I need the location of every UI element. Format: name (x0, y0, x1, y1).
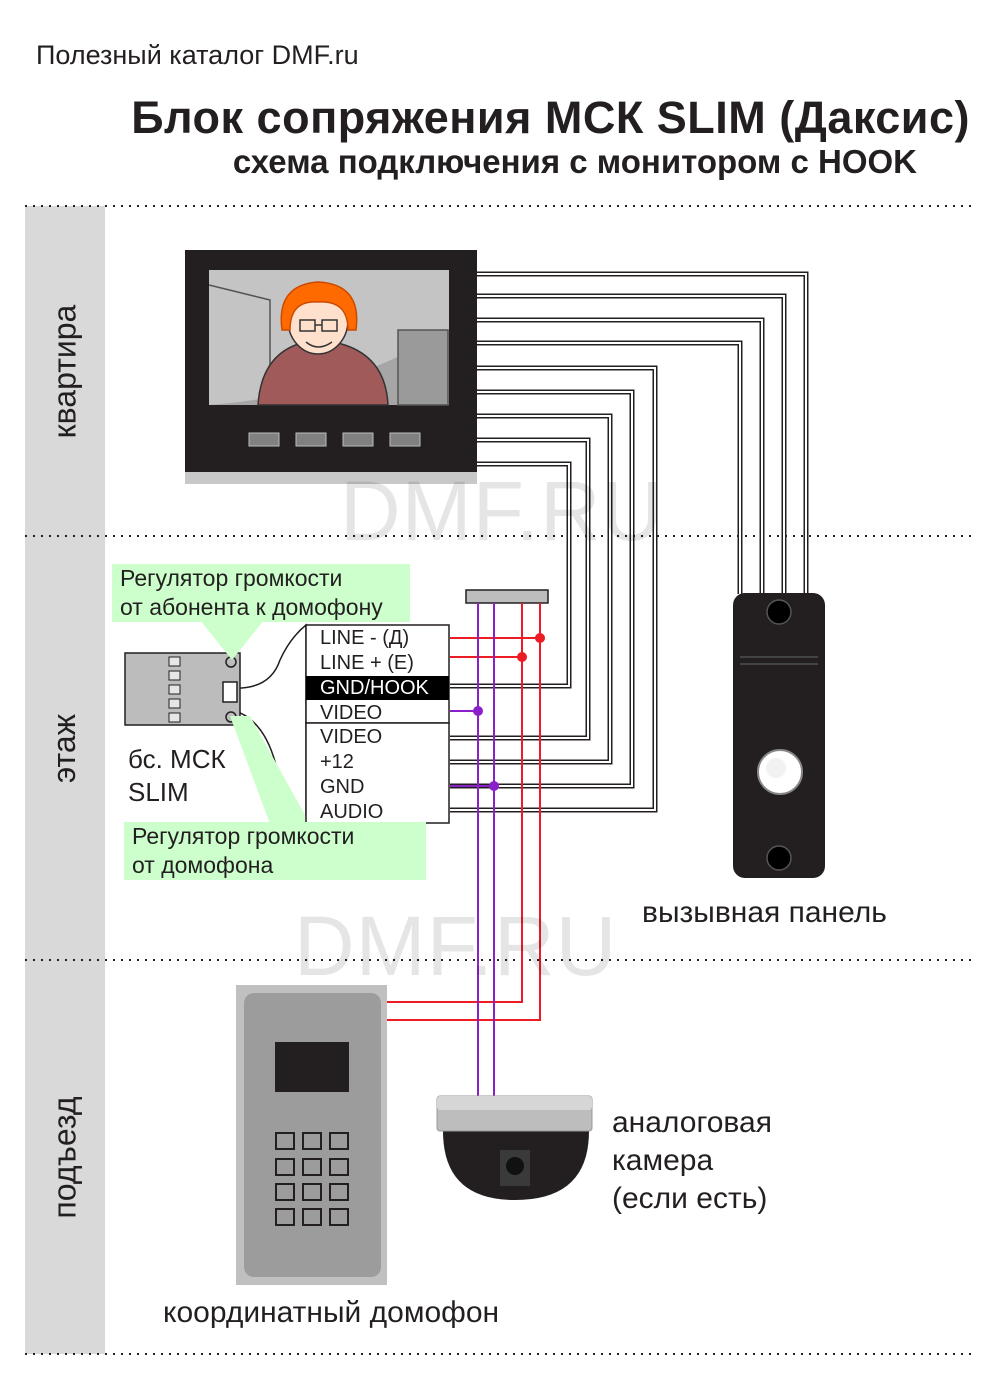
camera-label-line3: (если есть) (612, 1182, 768, 1215)
block-device-icon (124, 623, 307, 822)
terminal-gnd: GND (320, 776, 365, 798)
intercom-panel-icon (236, 985, 387, 1285)
regulator-pointer-bottom (230, 716, 310, 824)
regulator-intercom-line1: Регулятор громкости (132, 823, 355, 849)
junction-bar (465, 589, 549, 604)
terminal-12v: +12 (320, 751, 354, 773)
terminal-line-plus: LINE + (Е) (320, 652, 414, 674)
zone-label-entrance: подъезд (46, 1095, 83, 1219)
regulator-subscriber-callout: Регулятор громкости от абонента к домофо… (112, 564, 410, 622)
intercom-label: координатный домофон (163, 1296, 500, 1329)
junction-dot-line-plus (517, 652, 527, 662)
terminal-audio: AUDIO (320, 801, 384, 823)
call-panel-icon (733, 593, 825, 878)
terminal-line-minus: LINE - (Д) (320, 627, 410, 649)
zone-label-floor: этаж (46, 713, 83, 783)
regulator-subscriber-line2: от абонента к домофону (120, 594, 383, 620)
page-title: Блок сопряжения МСК SLIM (Даксис) (131, 92, 970, 143)
regulator-intercom-line2: от домофона (132, 852, 274, 878)
zone-label-apartment: квартира (46, 304, 83, 438)
terminal-video-out: VIDEO (320, 726, 383, 748)
block-name-line2: SLIM (128, 777, 189, 807)
camera-label: аналоговая камера (если есть) (612, 1104, 772, 1218)
monitor-wires (450, 271, 809, 813)
block-name: бс. МСК SLIM (128, 743, 226, 809)
monitor-icon (185, 250, 477, 484)
junction-dot-gnd (489, 781, 499, 791)
camera-icon (436, 1095, 593, 1200)
junction-dot-video (473, 706, 483, 716)
camera-label-line2: камера (612, 1144, 714, 1177)
regulator-pointer-top (200, 620, 264, 660)
watermark-bottom: DMF.RU (294, 899, 618, 993)
watermark-top: DMF.RU (340, 464, 664, 558)
terminal-gnd-hook: GND/HOOK (320, 677, 429, 699)
regulator-intercom-callout: Регулятор громкости от домофона (124, 822, 426, 880)
regulator-subscriber-line1: Регулятор громкости (120, 565, 343, 591)
junction-dot-line-minus (535, 633, 545, 643)
zone-sidebar (25, 206, 105, 1354)
catalog-caption: Полезный каталог DMF.ru (36, 40, 359, 70)
call-panel-label: вызывная панель (642, 896, 887, 929)
block-name-line1: бс. МСК (128, 744, 226, 774)
camera-label-line1: аналоговая (612, 1106, 772, 1139)
page-subtitle: схема подключения с монитором с HOOK (232, 143, 917, 180)
terminal-video-in: VIDEO (320, 702, 383, 724)
video-wires (450, 603, 495, 1097)
